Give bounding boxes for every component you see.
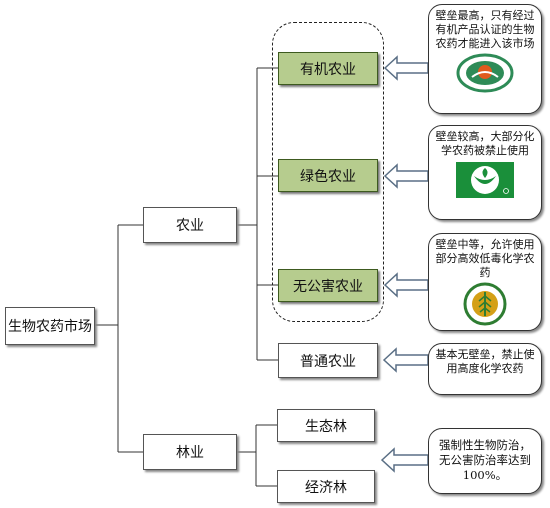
agriculture-label: 农业 (176, 218, 204, 234)
organic-farming-node: 有机农业 (278, 52, 378, 85)
ecological-forest-label: 生态林 (305, 418, 347, 435)
forestry-note-text: 强制性生物防治，无公害防治率达到100%。 (439, 438, 531, 482)
green-note-text: 壁垒较高，大部分化学农药被禁止使用 (435, 130, 535, 157)
agriculture-node: 农业 (143, 207, 237, 243)
root-label: 生物农药市场 (8, 319, 92, 335)
pollution-free-farming-label: 无公害农业 (293, 278, 363, 295)
arrow-green (383, 163, 429, 189)
pollution-free-note-text: 壁垒中等，允许使用部分高效低毒化学农药 (435, 238, 535, 279)
pollution-free-farming-node: 无公害农业 (278, 269, 378, 302)
green-note: 壁垒较高，大部分化学农药被禁止使用 (428, 125, 542, 220)
ordinary-farming-node: 普通农业 (278, 343, 378, 378)
pollution-free-note: 壁垒中等，允许使用部分高效低毒化学农药 (428, 233, 542, 331)
forestry-node: 林业 (143, 434, 237, 470)
organic-certification-logo-icon (456, 53, 514, 93)
green-farming-label: 绿色农业 (300, 168, 356, 185)
arrow-ordinary (382, 347, 429, 373)
organic-note-text: 壁垒最高，只有经过有机产品认证的生物农药才能进入该市场 (435, 9, 535, 50)
economic-forest-node: 经济林 (277, 470, 375, 503)
organic-farming-label: 有机农业 (300, 61, 356, 78)
ordinary-note-text: 基本无壁垒，禁止使用高度化学农药 (435, 348, 535, 375)
root-node: 生物农药市场 (5, 307, 95, 345)
forestry-note: 强制性生物防治，无公害防治率达到100%。 (428, 428, 542, 494)
pollution-free-product-logo-icon (463, 282, 507, 326)
green-farming-node: 绿色农业 (278, 159, 378, 192)
economic-forest-label: 经济林 (305, 479, 347, 496)
organic-note: 壁垒最高，只有经过有机产品认证的生物农药才能进入该市场 (428, 4, 542, 114)
arrow-organic (383, 55, 429, 81)
ecological-forest-node: 生态林 (277, 409, 375, 442)
arrow-pollution-free (383, 272, 429, 298)
ordinary-note: 基本无壁垒，禁止使用高度化学农药 (428, 343, 542, 395)
green-food-logo-icon (456, 162, 514, 198)
arrow-forestry (380, 447, 429, 473)
ordinary-farming-label: 普通农业 (300, 353, 356, 370)
forestry-label: 林业 (176, 445, 204, 461)
certified-farming-group (272, 22, 384, 322)
